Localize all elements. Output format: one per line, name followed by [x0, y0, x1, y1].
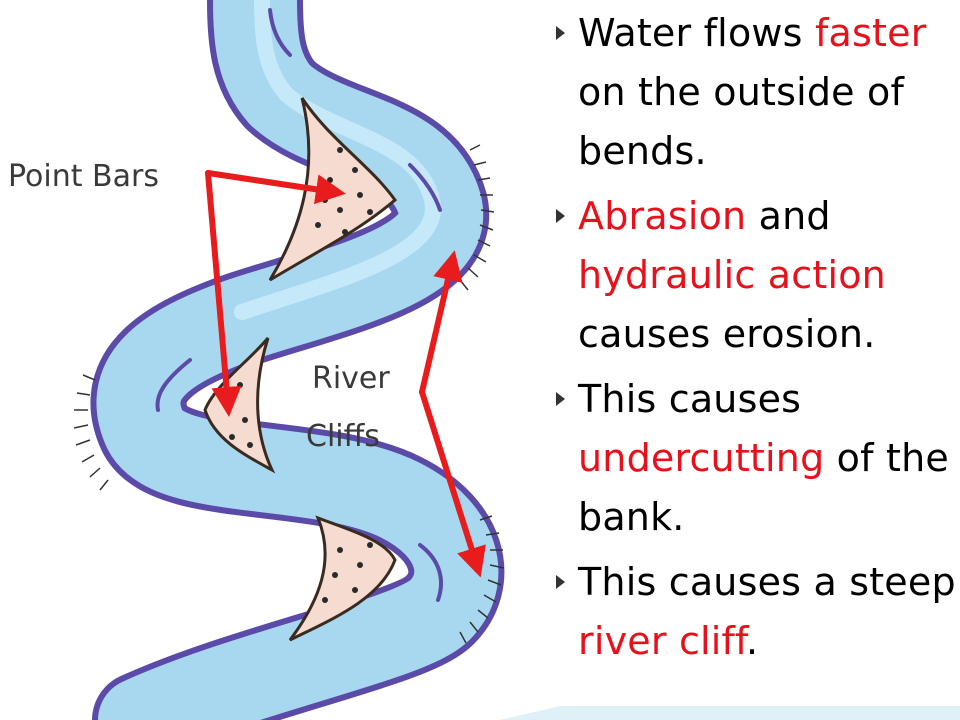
- bullet-text: .: [745, 619, 759, 663]
- highlighted-text: Abrasion: [578, 194, 747, 238]
- highlighted-text: hydraulic action: [578, 253, 886, 297]
- flow-arrow-4: [418, 543, 443, 602]
- flow-arrow-2: [408, 163, 442, 212]
- cliff-middle: [73, 374, 109, 491]
- bullet-text: and: [746, 194, 831, 238]
- cliff-lower: [459, 515, 505, 644]
- bullet-item: Water flows faster on the outside of ben…: [548, 4, 960, 181]
- cliff-upper: [459, 144, 495, 291]
- corner-accent-shape: [500, 706, 960, 720]
- bullet-list: Water flows faster on the outside of ben…: [548, 4, 960, 677]
- pointer-arrows: [205, 170, 486, 578]
- highlighted-text: faster: [814, 11, 927, 55]
- bullet-text: Water flows: [578, 11, 815, 55]
- flow-arrow-3: [155, 358, 192, 412]
- label-river: River: [312, 361, 390, 396]
- flow-arrows: [155, 8, 443, 602]
- bullet-item: Abrasion and hydraulic action causes ero…: [548, 187, 960, 364]
- bullet-text: of the bank.: [578, 436, 949, 539]
- highlighted-text: undercutting: [578, 436, 825, 480]
- label-point-bars: Point Bars: [8, 159, 159, 194]
- bullet-text: This causes: [578, 377, 802, 421]
- river-meander-diagram: Point Bars River Cliffs: [8, 0, 505, 720]
- bullet-text: on the outside of bends.: [578, 70, 905, 173]
- bullet-item: This causes undercutting of the bank.: [548, 370, 960, 547]
- point-bar-lower: [288, 515, 397, 642]
- bullet-item: This causes a steep river cliff.: [548, 553, 960, 671]
- bullet-text: causes erosion.: [578, 312, 876, 356]
- river-channel: [90, 0, 505, 720]
- bullet-marker-icon: [556, 26, 565, 40]
- pointer-cliffs-lower: [419, 389, 486, 578]
- river-cliffs: [73, 144, 505, 644]
- bullet-marker-icon: [556, 209, 565, 223]
- highlighted-text: river cliff: [578, 619, 746, 663]
- pointer-point-bars-upper: [205, 170, 346, 205]
- bullet-marker-icon: [556, 575, 565, 589]
- pointer-cliffs-upper: [419, 250, 463, 395]
- flow-arrow-1: [268, 8, 292, 57]
- bullet-marker-icon: [556, 392, 565, 406]
- river-highlight: [234, 0, 441, 320]
- label-cliffs: Cliffs: [306, 419, 380, 454]
- pointer-point-bars-middle: [205, 170, 242, 417]
- bullet-text: This causes a steep: [578, 560, 956, 604]
